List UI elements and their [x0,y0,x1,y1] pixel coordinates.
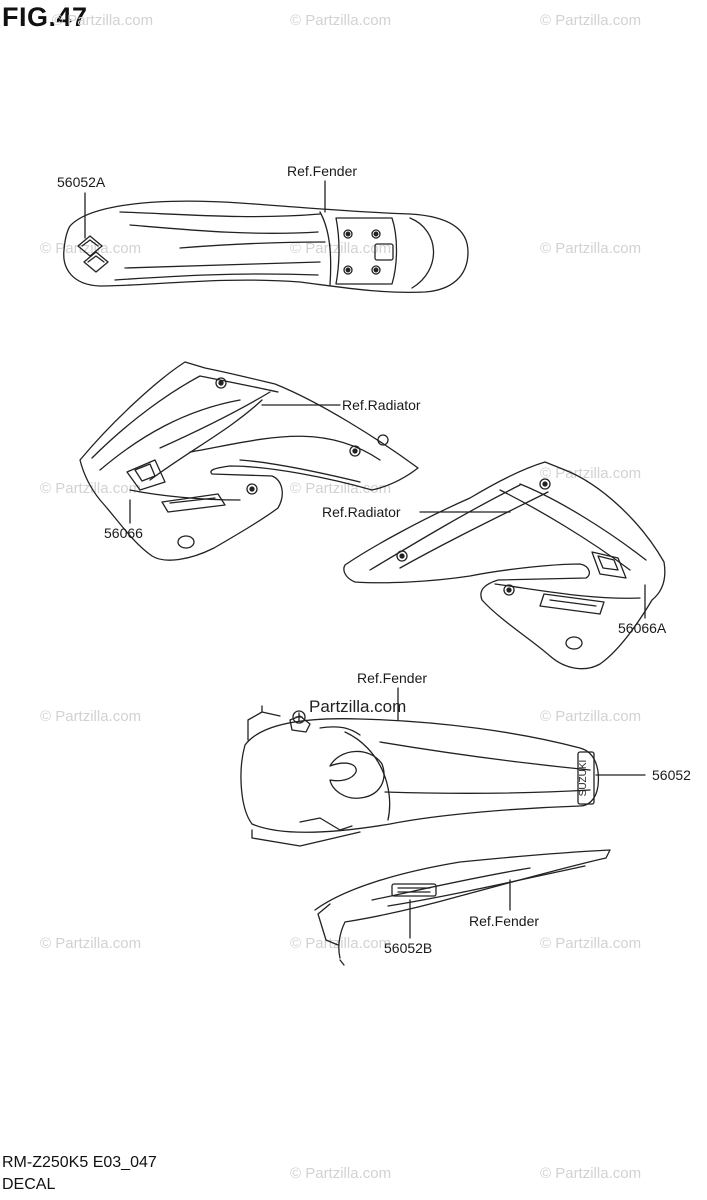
figure-title: FIG.47 [2,2,88,32]
callout-56066A: 56066A [618,620,667,636]
right-radiator-shroud-drawing [343,461,666,670]
front-fender-drawing [63,200,469,293]
watermark: © Partzilla.com [540,708,642,725]
suzuki-decal-text: SUZUKI [578,760,589,797]
left-radiator-shroud-drawing [79,361,419,561]
callout-56052: 56052 [652,767,691,783]
section-name: DECAL [2,1176,56,1193]
callout-56066: 56066 [104,525,143,541]
watermark: © Partzilla.com [40,708,142,725]
callout-ref-radiator-left: Ref.Radiator [342,397,421,413]
watermark: © Partzilla.com [540,935,642,952]
watermark: © Partzilla.com [40,935,142,952]
callout-ref-fender-rear: Ref.Fender [357,670,428,686]
watermark: © Partzilla.com [540,465,642,482]
watermark: © Partzilla.com [40,480,142,497]
partzilla-logo-mark [295,712,303,722]
watermark: © Partzilla.com [290,935,392,952]
partzilla-inline-watermark: Partzilla.com [309,697,407,716]
partzilla-logo-icon [292,710,306,724]
watermark: © Partzilla.com [290,240,392,257]
callout-56052A: 56052A [57,174,106,190]
watermark: © Partzilla.com [540,12,642,29]
callout-56052B: 56052B [384,940,433,956]
watermark: © Partzilla.com [290,1165,392,1182]
watermark: © Partzilla.com [540,240,642,257]
watermark: © Partzilla.com [540,1165,642,1182]
rear-fender-drawing: SUZUKI [240,705,600,847]
callout-ref-fender-side: Ref.Fender [469,913,540,929]
watermark: © Partzilla.com [290,480,392,497]
callout-ref-fender-front: Ref.Fender [287,163,358,179]
callout-ref-radiator-right: Ref.Radiator [322,504,401,520]
model-code: RM-Z250K5 E03_047 [2,1154,157,1171]
suzuki-s-logo-icon [77,235,109,273]
watermark: © Partzilla.com [290,12,392,29]
rear-fender-side-drawing [314,849,611,966]
watermark: © Partzilla.com [52,12,154,29]
